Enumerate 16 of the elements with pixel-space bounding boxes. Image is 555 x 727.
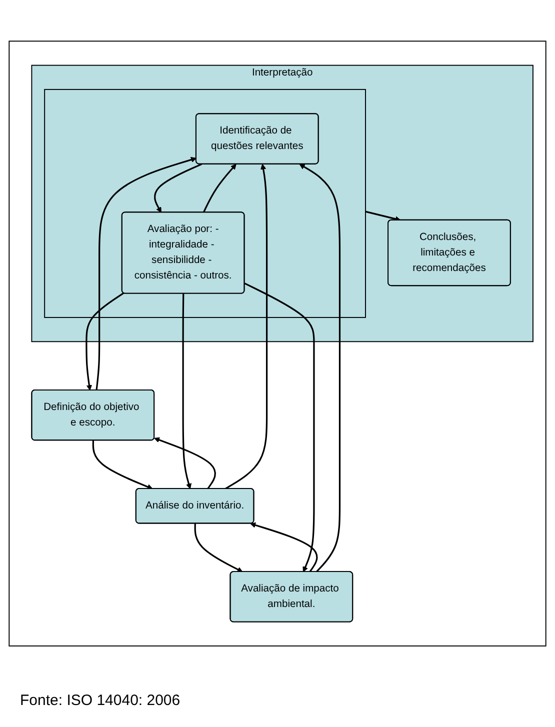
arrow xyxy=(202,164,236,214)
arrow xyxy=(86,292,124,391)
arrow xyxy=(244,283,315,573)
arrow xyxy=(154,164,202,214)
arrow xyxy=(299,164,341,573)
arrow xyxy=(365,211,401,222)
arrow xyxy=(96,157,197,391)
arrow xyxy=(224,164,268,490)
arrow xyxy=(182,294,192,490)
source-caption: Fonte: ISO 14040: 2006 xyxy=(20,692,180,709)
cluster xyxy=(8,41,546,647)
arrow xyxy=(194,524,243,573)
cluster xyxy=(44,89,366,318)
arrow xyxy=(250,522,318,573)
arrow xyxy=(154,438,216,490)
arrow xyxy=(92,440,153,490)
